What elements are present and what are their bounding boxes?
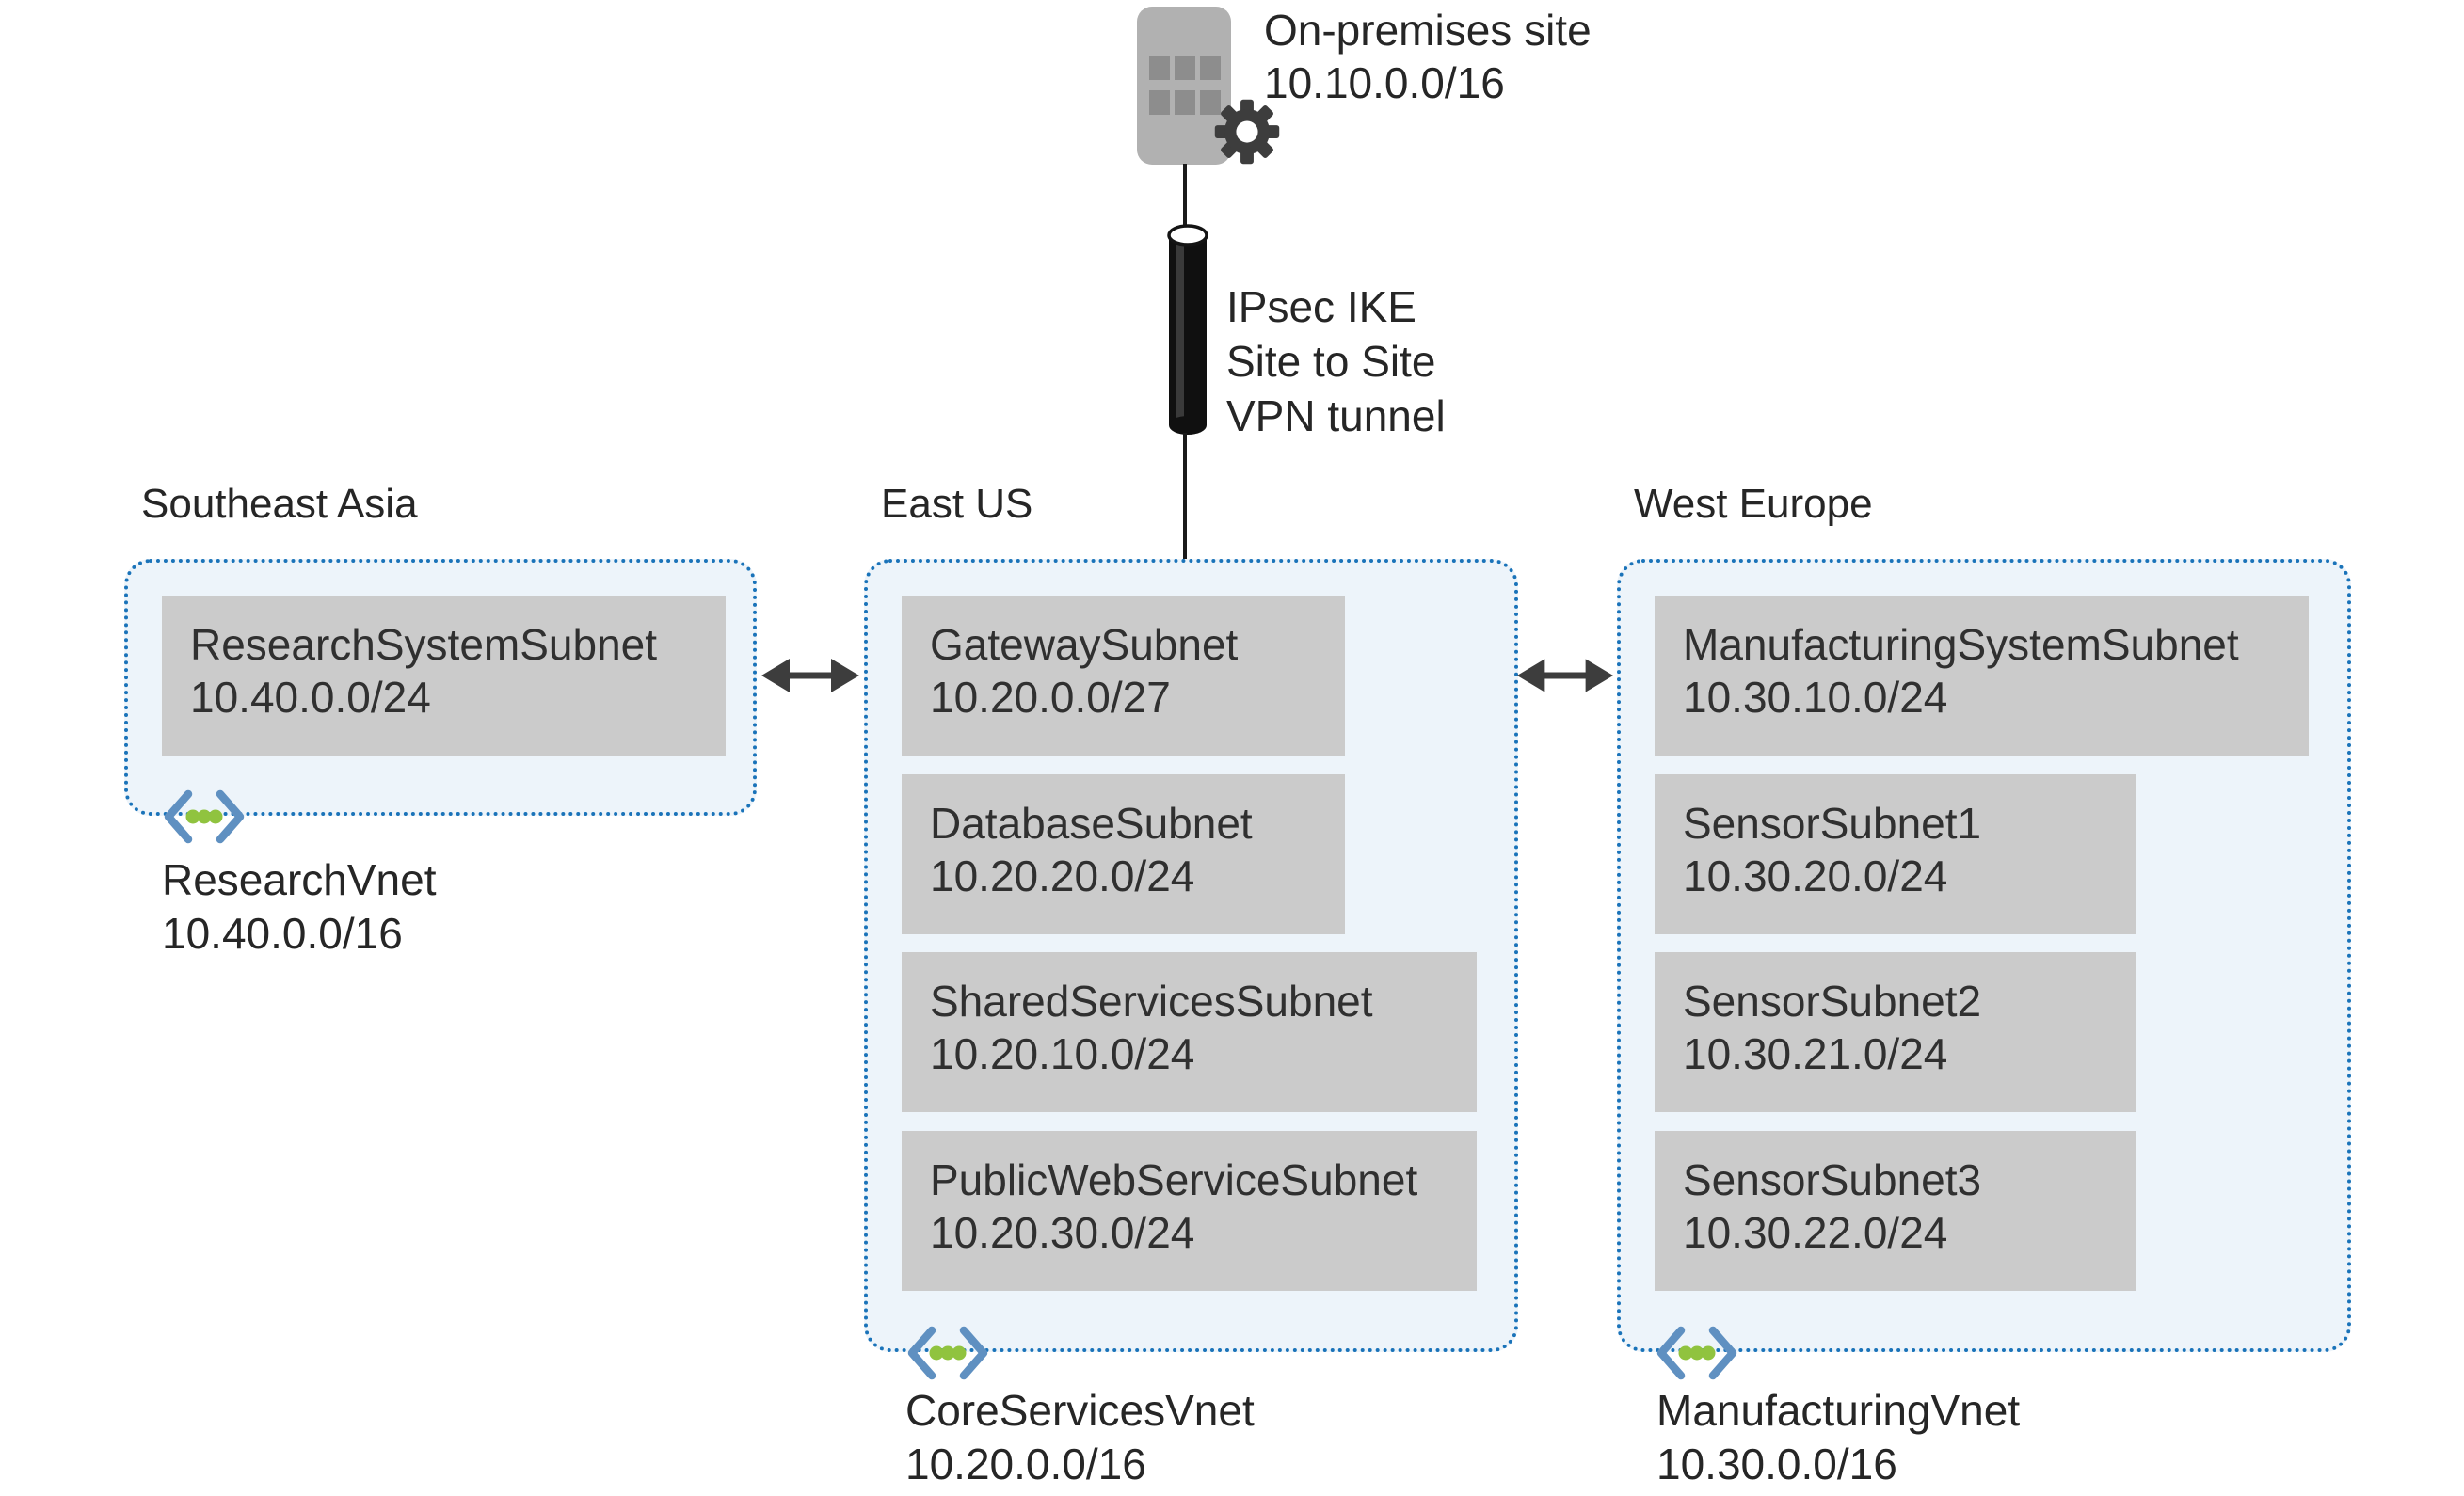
- vnet-name: ResearchVnet: [162, 855, 437, 904]
- subnet-manufacturingsystemsubnet: ManufacturingSystemSubnet 10.30.10.0/24: [1655, 596, 2309, 756]
- subnet-publicwebservicesubnet: PublicWebServiceSubnet 10.20.30.0/24: [902, 1131, 1477, 1291]
- vnet-name: ManufacturingVnet: [1656, 1386, 2021, 1435]
- subnet-name: ResearchSystemSubnet: [190, 620, 658, 669]
- subnet-name: SensorSubnet3: [1683, 1155, 1982, 1204]
- on-premises-label: On-premises site 10.10.0.0/16: [1264, 4, 1592, 109]
- region-label-southeast-asia: Southeast Asia: [141, 481, 418, 527]
- subnet-gatewaysubnet: GatewaySubnet 10.20.0.0/27: [902, 596, 1345, 756]
- subnet-name: SharedServicesSubnet: [930, 977, 1373, 1026]
- vnet-cidr: 10.30.0.0/16: [1656, 1440, 1897, 1488]
- subnet-cidr: 10.20.0.0/27: [930, 673, 1171, 722]
- vnet-icon: [1656, 1326, 1737, 1380]
- vpn-tunnel-label-line2: Site to Site: [1226, 337, 1436, 386]
- subnet-sharedservicessubnet: SharedServicesSubnet 10.20.10.0/24: [902, 952, 1477, 1112]
- subnet-cidr: 10.30.20.0/24: [1683, 851, 1948, 900]
- subnet-name: ManufacturingSystemSubnet: [1683, 620, 2239, 669]
- on-premises-cidr: 10.10.0.0/16: [1264, 58, 1505, 107]
- vnet-label-coreservicesvnet: CoreServicesVnet 10.20.0.0/16: [905, 1384, 1255, 1491]
- vnet-label-manufacturingvnet: ManufacturingVnet 10.30.0.0/16: [1656, 1384, 2020, 1491]
- peering-arrow-icon: [761, 659, 859, 692]
- subnet-cidr: 10.20.20.0/24: [930, 851, 1195, 900]
- subnet-cidr: 10.30.21.0/24: [1683, 1029, 1948, 1078]
- subnet-name: PublicWebServiceSubnet: [930, 1155, 1418, 1204]
- subnet-sensorsubnet1: SensorSubnet1 10.30.20.0/24: [1655, 774, 2136, 934]
- vpn-tunnel-cylinder-icon: [1167, 224, 1208, 435]
- subnet-cidr: 10.20.10.0/24: [930, 1029, 1195, 1078]
- subnet-cidr: 10.40.0.0/24: [190, 673, 431, 722]
- vnet-icon: [907, 1326, 988, 1380]
- connector-line-bottom: [1183, 433, 1187, 563]
- subnet-name: GatewaySubnet: [930, 620, 1239, 669]
- vnet-cidr: 10.40.0.0/16: [162, 909, 403, 958]
- vnet-box-coreservicesvnet: GatewaySubnet 10.20.0.0/27 DatabaseSubne…: [864, 559, 1518, 1352]
- subnet-cidr: 10.20.30.0/24: [930, 1208, 1195, 1257]
- building-icon: [1137, 7, 1231, 165]
- subnet-name: SensorSubnet1: [1683, 799, 1982, 848]
- subnet-databasesubnet: DatabaseSubnet 10.20.20.0/24: [902, 774, 1345, 934]
- subnet-cidr: 10.30.10.0/24: [1683, 673, 1948, 722]
- vnet-icon: [164, 789, 245, 844]
- vpn-tunnel-label-line1: IPsec IKE: [1226, 282, 1416, 331]
- vnet-box-researchvnet: ResearchSystemSubnet 10.40.0.0/24: [124, 559, 757, 816]
- building-windows-icon: [1149, 56, 1221, 115]
- region-label-west-europe: West Europe: [1634, 481, 1873, 527]
- subnet-sensorsubnet2: SensorSubnet2 10.30.21.0/24: [1655, 952, 2136, 1112]
- region-label-east-us: East US: [881, 481, 1033, 527]
- vnet-name: CoreServicesVnet: [905, 1386, 1255, 1435]
- vpn-tunnel-label: IPsec IKE Site to Site VPN tunnel: [1226, 279, 1446, 443]
- subnet-sensorsubnet3: SensorSubnet3 10.30.22.0/24: [1655, 1131, 2136, 1291]
- on-premises-name: On-premises site: [1264, 6, 1592, 55]
- subnet-cidr: 10.30.22.0/24: [1683, 1208, 1948, 1257]
- vnet-cidr: 10.20.0.0/16: [905, 1440, 1146, 1488]
- subnet-name: DatabaseSubnet: [930, 799, 1253, 848]
- subnet-name: SensorSubnet2: [1683, 977, 1982, 1026]
- connector-line-top: [1183, 164, 1187, 228]
- gear-icon: [1214, 99, 1280, 165]
- vpn-tunnel-label-line3: VPN tunnel: [1226, 391, 1446, 440]
- vnet-box-manufacturingvnet: ManufacturingSystemSubnet 10.30.10.0/24 …: [1617, 559, 2351, 1352]
- peering-arrow-icon: [1516, 659, 1614, 692]
- vnet-label-researchvnet: ResearchVnet 10.40.0.0/16: [162, 853, 437, 961]
- subnet-researchsystemsubnet: ResearchSystemSubnet 10.40.0.0/24: [162, 596, 726, 756]
